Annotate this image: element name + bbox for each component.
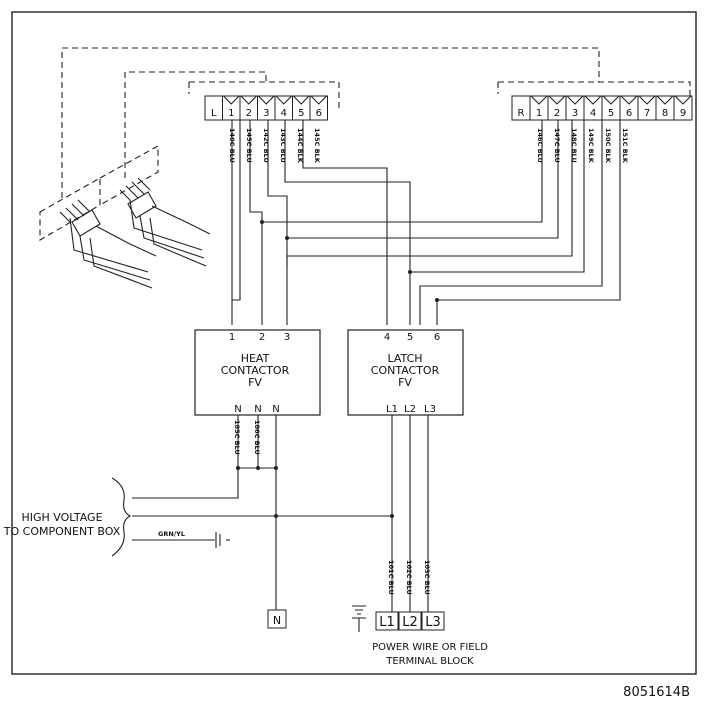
right-terminal-cell <box>673 95 693 121</box>
right-terminal-label: 8 <box>662 108 668 119</box>
control-wires <box>231 120 621 325</box>
power-wire-label: 103C BLU <box>423 560 431 595</box>
ground-icon <box>352 605 366 632</box>
high-voltage-label: TO COMPONENT BOX <box>3 525 121 538</box>
heat-wire-label: 185C BLU <box>233 420 241 455</box>
right-terminal-label: 9 <box>680 108 686 119</box>
heat-top-pin: 1 <box>229 332 235 343</box>
heat-bottom-pin: N <box>234 404 241 415</box>
left-wire-label: 145C BLU <box>245 128 253 163</box>
left-terminal-label: 3 <box>263 108 269 119</box>
right-terminal-label: 7 <box>644 108 650 119</box>
heat-top-pin: 3 <box>284 332 290 343</box>
latch-contactor-title: CONTACTOR <box>371 364 440 377</box>
right-terminal-label: 1 <box>536 108 542 119</box>
left-terminal-label: 4 <box>281 108 287 119</box>
latch-contactor-title: LATCH <box>387 352 422 365</box>
right-wire-label: 147C BLU <box>553 128 561 163</box>
left-wire-label: 144C BLK <box>296 128 304 164</box>
heat-bottom-pin: N <box>254 404 261 415</box>
latch-bottom-pin: L1 <box>386 404 398 415</box>
latch-contactor-box <box>347 329 464 416</box>
right-wire-label: 150C BLK <box>604 128 612 164</box>
power-terminal-label: L2 <box>402 615 418 630</box>
right-terminal-label: 2 <box>554 108 560 119</box>
left-terminal-label: L <box>211 108 217 119</box>
diagram-frame <box>11 11 697 675</box>
latch-top-pin: 4 <box>384 332 390 343</box>
right-terminal-label: 3 <box>572 108 578 119</box>
power-wire-label: 101C BLU <box>387 560 395 595</box>
latch-contactor-title: FV <box>398 376 412 389</box>
power-wire-label: 102C BLU <box>405 560 413 595</box>
heat-contactor-box <box>194 329 321 416</box>
power-terminal-block <box>375 611 445 631</box>
right-terminal-label: 5 <box>608 108 614 119</box>
left-wire-label: 145C BLK <box>313 128 321 164</box>
right-wire-label: 149C BLK <box>587 128 595 164</box>
heater-element-1 <box>39 177 157 289</box>
high-voltage-label: HIGH VOLTAGE <box>21 511 102 524</box>
left-terminal-label: 5 <box>298 108 304 119</box>
heat-contactor-title: FV <box>248 376 262 389</box>
right-wire-label: 151C BLK <box>621 128 629 164</box>
left-terminal-label: 2 <box>246 108 252 119</box>
latch-bottom-pin: L3 <box>424 404 436 415</box>
ground-wire-label: GRN/YL <box>158 530 185 538</box>
latch-top-pin: 6 <box>434 332 440 343</box>
left-wire-label: 143C BLU <box>279 128 287 163</box>
left-wire-label: 140C BLU <box>228 128 236 163</box>
left-terminal-cell <box>309 95 328 121</box>
right-terminal-label: 6 <box>626 108 632 119</box>
power-terminal-label: L3 <box>425 615 441 630</box>
left-terminal-label: 1 <box>228 108 234 119</box>
right-wire-label: 146C BLU <box>536 128 544 163</box>
latch-bottom-pin: L2 <box>404 404 416 415</box>
neutral-terminal-label: N <box>273 614 281 627</box>
high-voltage-brace <box>111 477 132 557</box>
left-terminal-label: 6 <box>316 108 322 119</box>
right-terminal-label: R <box>518 108 525 119</box>
right-wire-label: 148C BLU <box>570 128 578 163</box>
heat-contactor-title: CONTACTOR <box>221 364 290 377</box>
left-wire-label: 142C BLU <box>262 128 270 163</box>
heat-contactor-title: HEAT <box>241 352 270 365</box>
heater-leader-lines <box>61 47 691 198</box>
latch-top-pin: 5 <box>407 332 413 343</box>
neutral-terminal <box>267 609 287 629</box>
power-wires <box>132 415 429 612</box>
right-terminal-label: 4 <box>590 108 596 119</box>
terminal-block-label: TERMINAL BLOCK <box>385 656 474 667</box>
heat-top-pin: 2 <box>259 332 265 343</box>
figure-code: 8051614B <box>623 685 690 700</box>
heat-wire-label: 186C BLU <box>253 420 261 455</box>
heat-bottom-pin: N <box>272 404 279 415</box>
power-terminal-label: L1 <box>379 615 395 630</box>
heater-element-2 <box>99 145 211 267</box>
terminal-block-label: POWER WIRE OR FIELD <box>372 642 488 653</box>
